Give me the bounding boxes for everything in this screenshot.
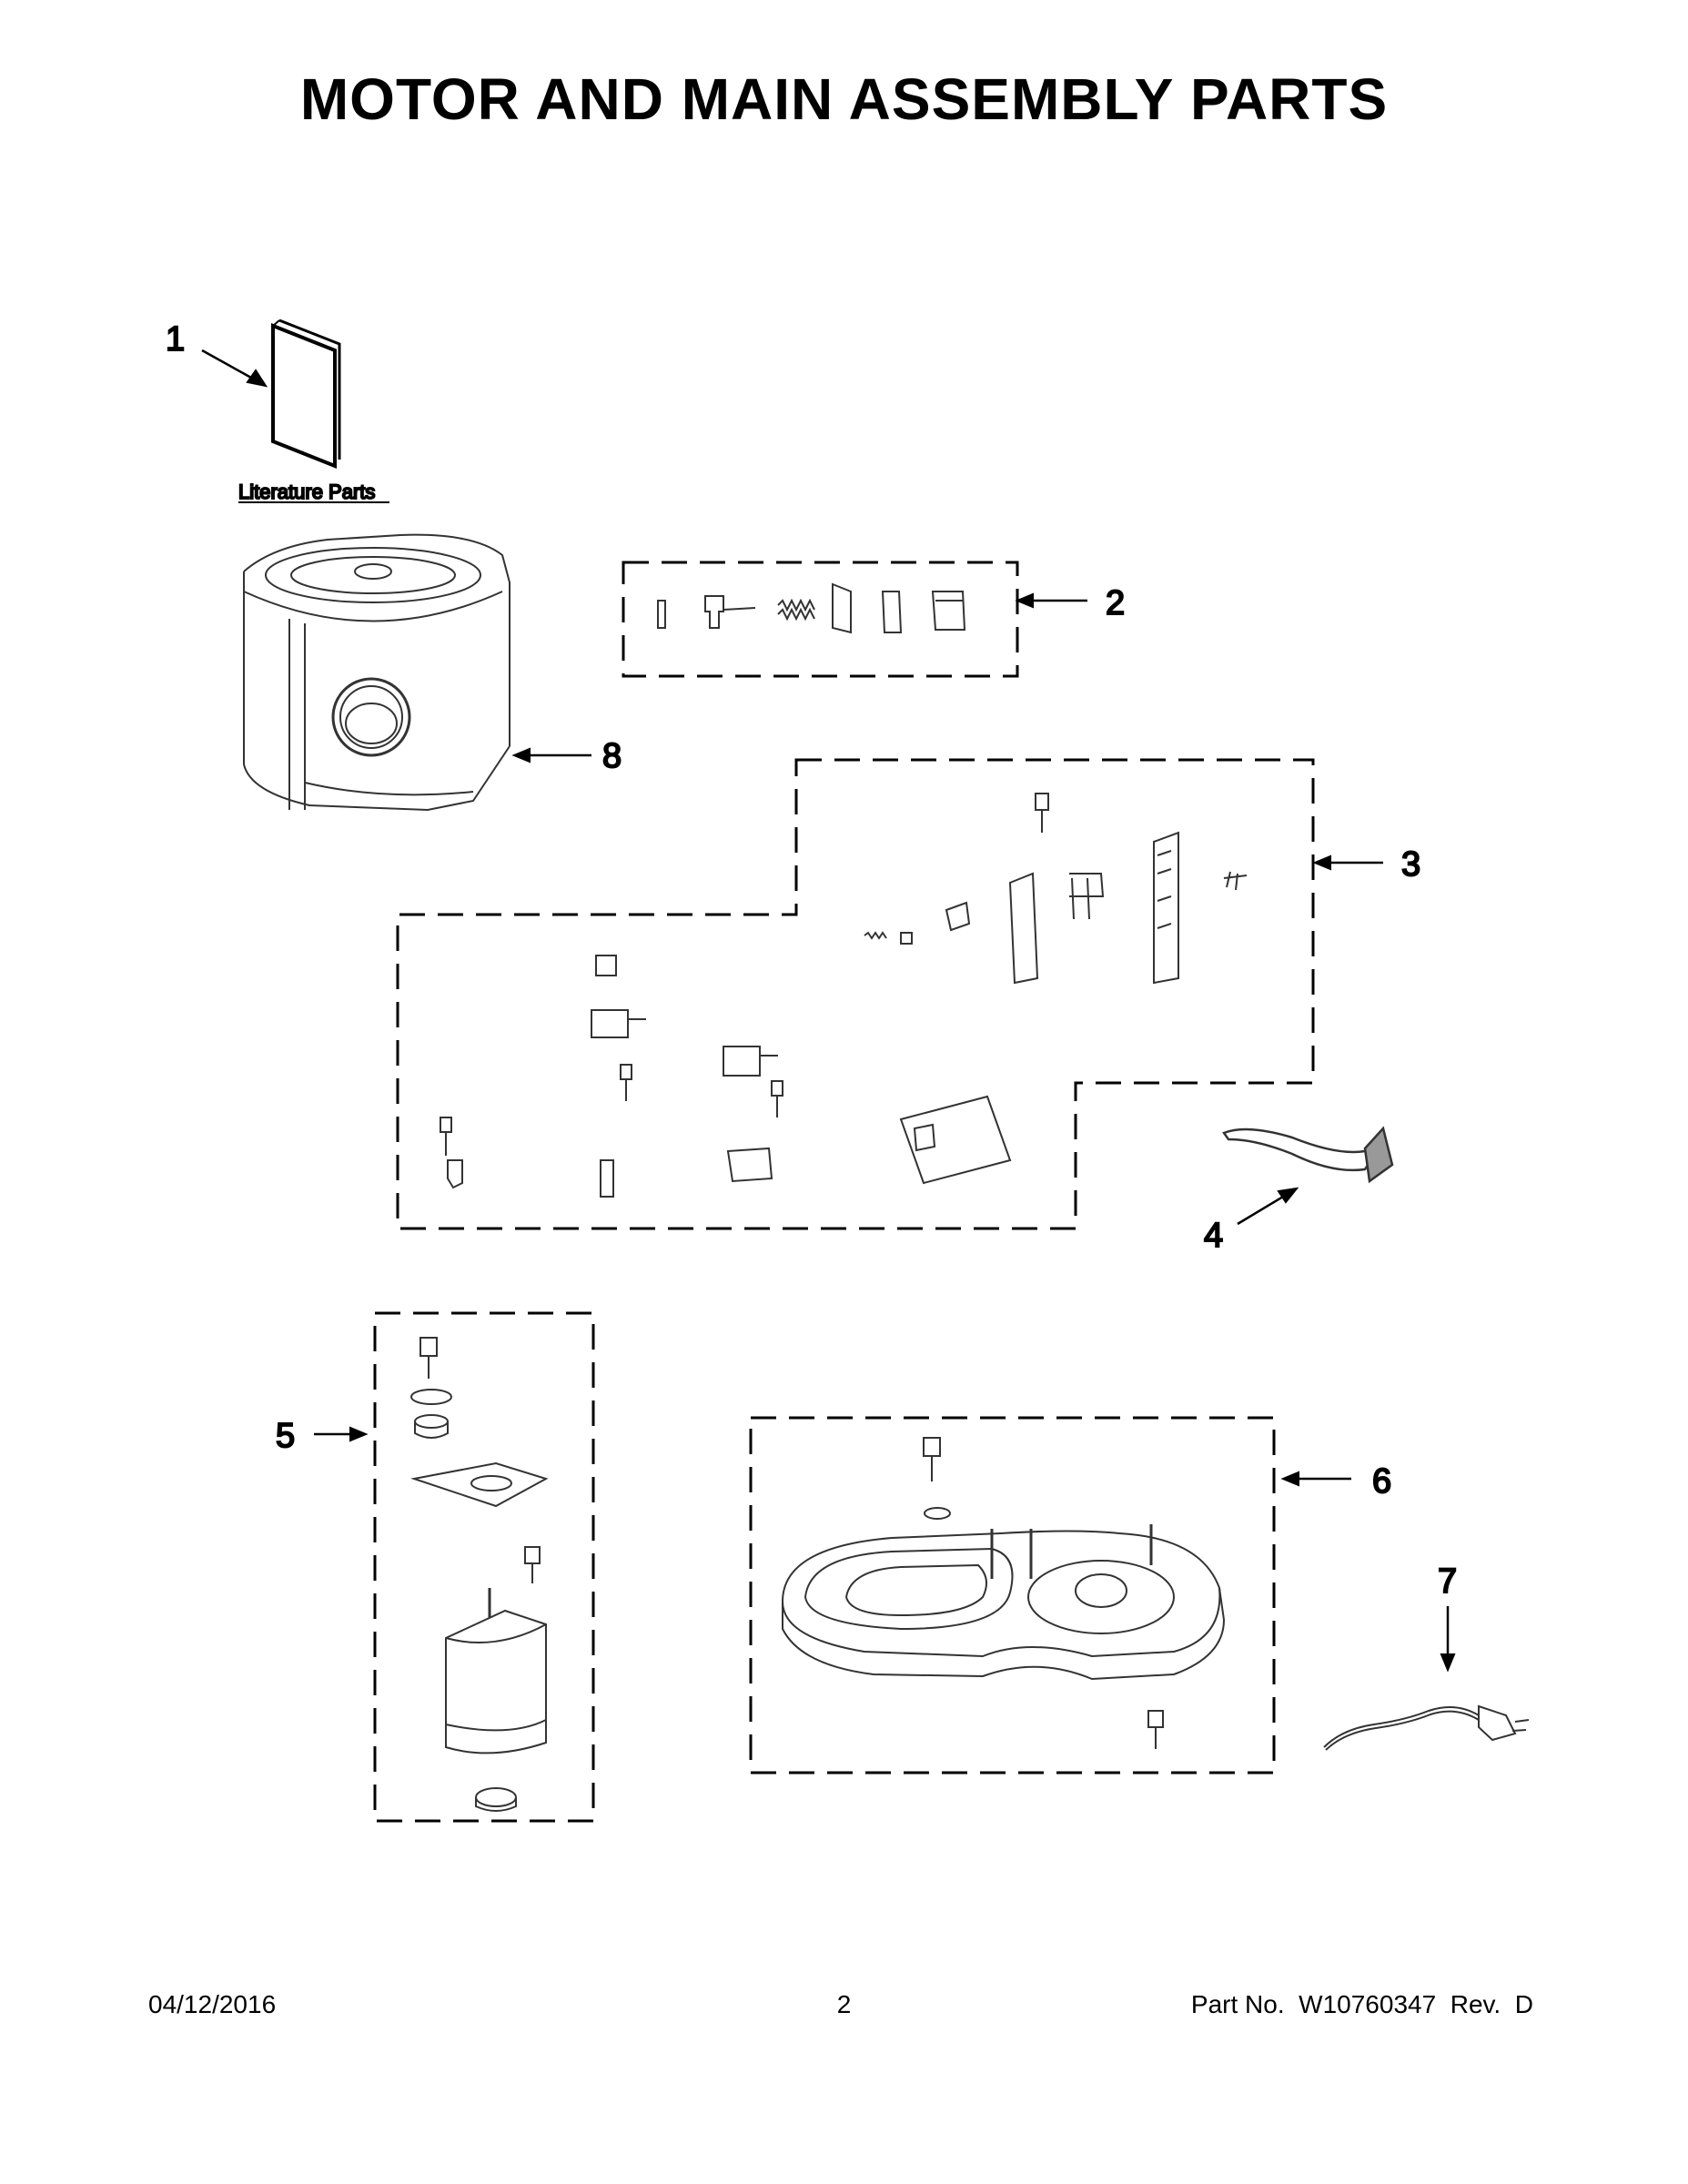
switch-parts-icon[interactable]	[440, 793, 1248, 1198]
callout-4-arrow-icon	[1237, 1187, 1299, 1226]
callout-3[interactable]: 3	[1400, 844, 1421, 885]
callout-8[interactable]: 8	[601, 736, 622, 776]
motor-parts-icon[interactable]	[410, 1337, 549, 1812]
callout-7[interactable]: 7	[1437, 1562, 1458, 1602]
housing-icon[interactable]	[243, 533, 510, 812]
callout-5[interactable]: 5	[275, 1416, 296, 1456]
callout-4[interactable]: 4	[1203, 1216, 1224, 1256]
footer-date: 04/12/2016	[148, 1990, 277, 2018]
callout-1[interactable]: 1	[165, 319, 186, 359]
knob-parts-icon[interactable]	[657, 582, 966, 634]
callout-2[interactable]: 2	[1105, 583, 1126, 623]
page-title: MOTOR AND MAIN ASSEMBLY PARTS	[299, 66, 1389, 132]
callout-6-arrow-icon	[1280, 1471, 1351, 1487]
footer-part-number: Part No. W10760347 Rev. D	[1190, 1990, 1533, 2018]
literature-book-icon[interactable]	[271, 318, 341, 469]
callout-7-arrow-icon	[1440, 1606, 1456, 1673]
callout-3-arrow-icon	[1312, 854, 1383, 871]
callout-5-arrow-icon	[314, 1426, 369, 1442]
callout-6[interactable]: 6	[1371, 1461, 1392, 1502]
callout-1-arrow-icon	[201, 349, 268, 388]
cleaning-brush-icon[interactable]	[1222, 1126, 1394, 1184]
literature-parts-label[interactable]: Literature Parts	[238, 480, 376, 504]
callout-8-arrow-icon	[511, 747, 591, 763]
base-parts-icon[interactable]	[781, 1437, 1226, 1749]
footer-page-number: 2	[836, 1990, 852, 2018]
callout-2-arrow-icon	[1015, 592, 1087, 609]
power-cord-icon[interactable]	[1323, 1704, 1530, 1751]
